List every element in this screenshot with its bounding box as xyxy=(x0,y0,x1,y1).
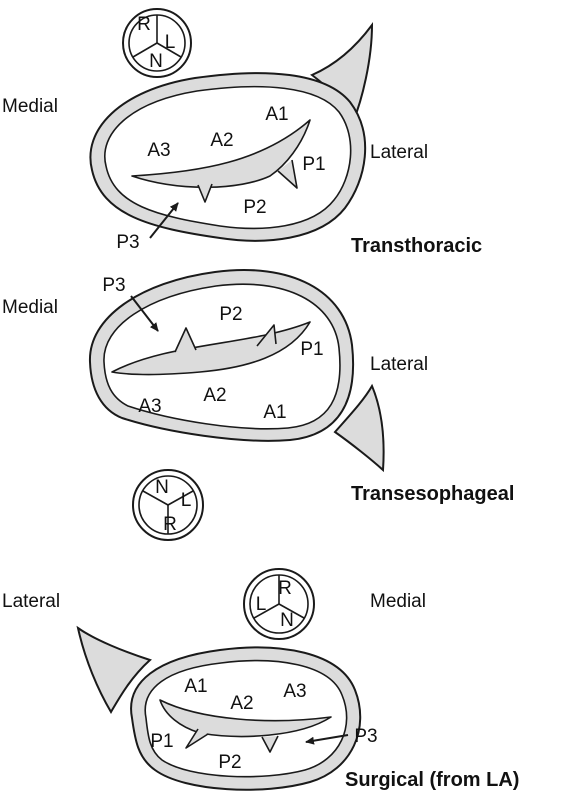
segment-label-p3: P3 xyxy=(116,232,139,253)
segment-label-p3: P3 xyxy=(354,726,377,747)
segment-label-a3: A3 xyxy=(138,396,161,417)
segment-label-p2: P2 xyxy=(218,752,241,773)
p3-pointer-arrow xyxy=(305,734,349,745)
orientation-label-right: Lateral xyxy=(370,142,428,163)
valve-wedge-label: L xyxy=(181,490,192,511)
valve-wedge-label: N xyxy=(155,477,169,498)
orientation-label-right: Medial xyxy=(370,591,426,612)
segment-label-p1: P1 xyxy=(300,339,323,360)
segment-label-a3: A3 xyxy=(147,140,170,161)
surgical-view: Lateral Medial R L N A1 A2 A3 P1 P2 P3 S… xyxy=(2,568,519,791)
view-caption: Transesophageal xyxy=(351,483,514,505)
aortic-valve-icon: R L N xyxy=(122,8,192,78)
orientation-label-left: Medial xyxy=(2,96,58,117)
segment-label-p1: P1 xyxy=(150,731,173,752)
segment-label-a1: A1 xyxy=(265,104,288,125)
segment-label-p3: P3 xyxy=(102,275,125,296)
segment-label-a2: A2 xyxy=(210,130,233,151)
valve-wedge-label: N xyxy=(149,51,163,72)
valve-wedge-label: L xyxy=(165,32,176,53)
valve-wedge-label: R xyxy=(278,578,292,599)
orientation-label-left: Lateral xyxy=(2,591,60,612)
view-caption: Transthoracic xyxy=(351,235,482,257)
aortic-valve-icon: N L R xyxy=(132,469,204,541)
valve-wedge-label: R xyxy=(163,514,177,535)
orientation-label-right: Lateral xyxy=(370,354,428,375)
segment-label-p2: P2 xyxy=(219,304,242,325)
coaptation-line xyxy=(159,699,332,738)
p3-pointer-arrow xyxy=(130,295,159,332)
segment-label-a2: A2 xyxy=(230,693,253,714)
valve-wedge-label: L xyxy=(256,594,267,615)
valve-wedge-label: N xyxy=(280,610,294,631)
atrial-appendage-shape xyxy=(333,383,385,473)
view-caption: Surgical (from LA) xyxy=(345,769,519,791)
segment-label-a1: A1 xyxy=(263,402,286,423)
segment-label-a2: A2 xyxy=(203,385,226,406)
segment-label-p2: P2 xyxy=(243,197,266,218)
segment-label-p1: P1 xyxy=(302,154,325,175)
valve-wedge-label: R xyxy=(137,14,151,35)
atrial-appendage-shape xyxy=(76,625,152,714)
segment-label-a1: A1 xyxy=(184,676,207,697)
transesophageal-view: P3 P2 P1 A3 A2 A1 Medial Lateral N L R T… xyxy=(2,269,514,541)
segment-label-a3: A3 xyxy=(283,681,306,702)
orientation-label-left: Medial xyxy=(2,297,58,318)
p3-pointer-arrow xyxy=(149,202,179,239)
transthoracic-view: R L N A1 A2 A3 P1 P2 P3 Medial Lateral T… xyxy=(2,8,482,257)
aortic-valve-icon: R L N xyxy=(243,568,315,640)
